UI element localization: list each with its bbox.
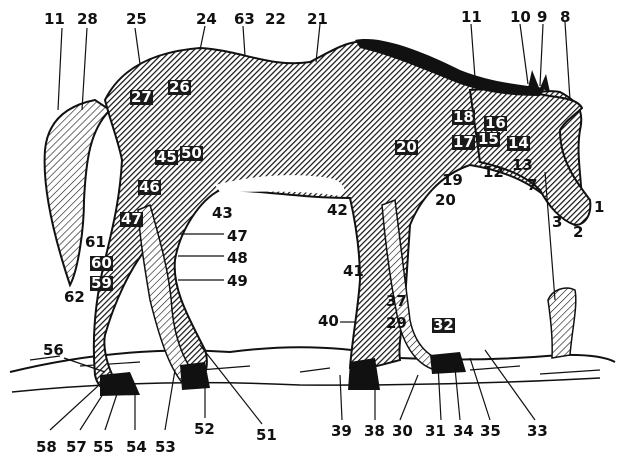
label-62: 62 <box>64 290 85 305</box>
label-40: 40 <box>318 314 339 329</box>
label-49: 49 <box>227 274 248 289</box>
hoof-hind-near <box>100 372 140 396</box>
label-15: 15 <box>477 132 500 147</box>
label-9: 9 <box>537 10 547 25</box>
label-47-gaskin: 47 <box>227 229 248 244</box>
label-51: 51 <box>256 428 277 443</box>
label-19: 19 <box>442 173 463 188</box>
label-47-stifle: 47 <box>120 212 143 227</box>
label-10: 10 <box>510 10 531 25</box>
stump <box>548 288 576 358</box>
label-63: 63 <box>234 12 255 27</box>
label-56: 56 <box>43 343 64 358</box>
label-54: 54 <box>126 440 147 455</box>
label-14: 14 <box>507 136 530 151</box>
label-3: 3 <box>552 215 562 230</box>
label-34: 34 <box>453 424 474 439</box>
label-18: 18 <box>452 110 475 125</box>
label-38: 38 <box>364 424 385 439</box>
label-1: 1 <box>594 200 604 215</box>
label-52: 52 <box>194 422 215 437</box>
label-27: 27 <box>130 90 153 105</box>
label-28: 28 <box>77 12 98 27</box>
label-58: 58 <box>36 440 57 455</box>
label-37: 37 <box>386 294 407 309</box>
label-59: 59 <box>90 276 113 291</box>
label-20-shoulder: 20 <box>395 140 418 155</box>
label-48: 48 <box>227 251 248 266</box>
label-31: 31 <box>425 424 446 439</box>
label-55: 55 <box>93 440 114 455</box>
label-39: 39 <box>331 424 352 439</box>
label-21: 21 <box>307 12 328 27</box>
label-2: 2 <box>573 225 583 240</box>
label-8: 8 <box>560 10 570 25</box>
label-13: 13 <box>512 158 533 173</box>
label-24: 24 <box>196 12 217 27</box>
label-41: 41 <box>343 264 364 279</box>
label-11-tail: 11 <box>44 12 65 27</box>
label-17: 17 <box>452 135 475 150</box>
label-35: 35 <box>480 424 501 439</box>
label-32: 32 <box>432 318 455 333</box>
label-22: 22 <box>265 12 286 27</box>
label-30: 30 <box>392 424 413 439</box>
hoof-fore-far <box>430 352 466 374</box>
label-26: 26 <box>168 80 191 95</box>
label-12: 12 <box>483 165 504 180</box>
label-60: 60 <box>90 256 113 271</box>
label-33: 33 <box>527 424 548 439</box>
label-43: 43 <box>212 206 233 221</box>
label-11-withers: 11 <box>461 10 482 25</box>
label-57: 57 <box>66 440 87 455</box>
label-53: 53 <box>155 440 176 455</box>
label-25: 25 <box>126 12 147 27</box>
label-46: 46 <box>138 180 161 195</box>
label-7: 7 <box>527 178 537 193</box>
label-50: 50 <box>180 146 203 161</box>
label-20-arm: 20 <box>435 193 456 208</box>
label-16: 16 <box>484 116 507 131</box>
label-42: 42 <box>327 203 348 218</box>
label-29: 29 <box>386 316 407 331</box>
label-45: 45 <box>155 150 178 165</box>
label-61: 61 <box>85 235 106 250</box>
